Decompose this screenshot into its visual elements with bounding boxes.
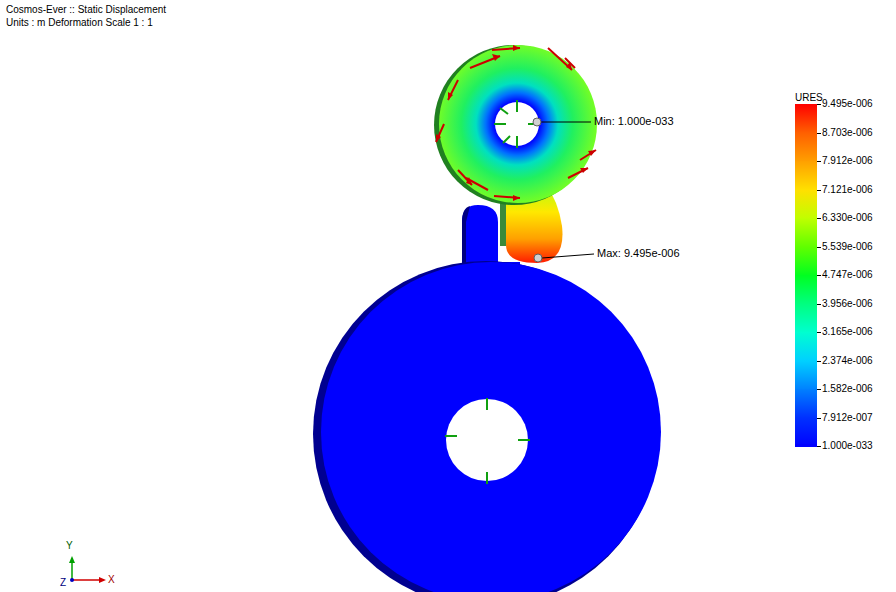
colorbar-value: 8.703e-006 bbox=[822, 126, 873, 139]
restraint-arrows bbox=[445, 100, 540, 484]
colorbar-swatch bbox=[795, 104, 817, 133]
colorbar-tick bbox=[817, 218, 821, 219]
colorbar-value: 3.956e-006 bbox=[822, 297, 873, 310]
load-arrowheads bbox=[436, 45, 596, 201]
axis-label: X bbox=[108, 573, 115, 586]
colorbar-swatch bbox=[795, 190, 817, 219]
colorbar-value: 4.747e-006 bbox=[822, 268, 873, 281]
colorbar-tick bbox=[817, 389, 821, 390]
colorbar-tick bbox=[817, 161, 821, 162]
colorbar-swatch bbox=[795, 389, 817, 418]
colorbar-value: 5.539e-006 bbox=[822, 240, 873, 253]
colorbar-tick bbox=[817, 361, 821, 362]
colorbar-tick bbox=[817, 418, 821, 419]
colorbar-swatch bbox=[795, 332, 817, 361]
colorbar-swatch bbox=[795, 444, 817, 447]
colorbar-swatch bbox=[795, 418, 817, 447]
axis-label: Y bbox=[66, 539, 73, 552]
colorbar-tick bbox=[817, 446, 821, 447]
plot-title: Cosmos-Ever :: Static Displacement bbox=[6, 3, 166, 16]
colorbar-tick bbox=[817, 247, 821, 248]
colorbar-value: 7.121e-006 bbox=[822, 183, 873, 196]
colorbar-value: 7.912e-006 bbox=[822, 154, 873, 167]
colorbar-tick bbox=[817, 190, 821, 191]
colorbar-swatch bbox=[795, 275, 817, 304]
upper-disc bbox=[439, 45, 597, 203]
colorbar-swatch bbox=[795, 304, 817, 333]
colorbar-tick bbox=[817, 275, 821, 276]
colorbar-tick bbox=[817, 304, 821, 305]
colorbar-swatch bbox=[795, 133, 817, 162]
colorbar-value: 9.495e-006 bbox=[822, 97, 873, 110]
colorbar-value: 6.330e-006 bbox=[822, 211, 873, 224]
units-note: Units : m Deformation Scale 1 : 1 bbox=[6, 16, 153, 29]
colorbar-swatch bbox=[795, 361, 817, 390]
colorbar-tick bbox=[817, 332, 821, 333]
colorbar-swatch bbox=[795, 218, 817, 247]
min-marker bbox=[533, 118, 541, 126]
max-label: Max: 9.495e-006 bbox=[597, 247, 680, 260]
lower-hole bbox=[446, 399, 528, 481]
colorbar-value: 1.000e-033 bbox=[822, 439, 873, 452]
colorbar-value: 7.912e-007 bbox=[822, 411, 873, 424]
max-marker bbox=[534, 254, 542, 262]
axis-label: Z bbox=[60, 576, 66, 589]
colorbar-tick bbox=[817, 133, 821, 134]
colorbar-value: 3.165e-006 bbox=[822, 325, 873, 338]
colorbar-swatch bbox=[795, 161, 817, 190]
lower-disc bbox=[321, 262, 661, 592]
load-arrows bbox=[436, 48, 596, 198]
legend-heading: URES bbox=[795, 91, 823, 104]
colorbar-value: 1.582e-006 bbox=[822, 382, 873, 395]
min-label: Min: 1.000e-033 bbox=[594, 115, 674, 128]
colorbar-value: 2.374e-006 bbox=[822, 354, 873, 367]
colorbar-swatch bbox=[795, 247, 817, 276]
colorbar-tick bbox=[817, 104, 821, 105]
